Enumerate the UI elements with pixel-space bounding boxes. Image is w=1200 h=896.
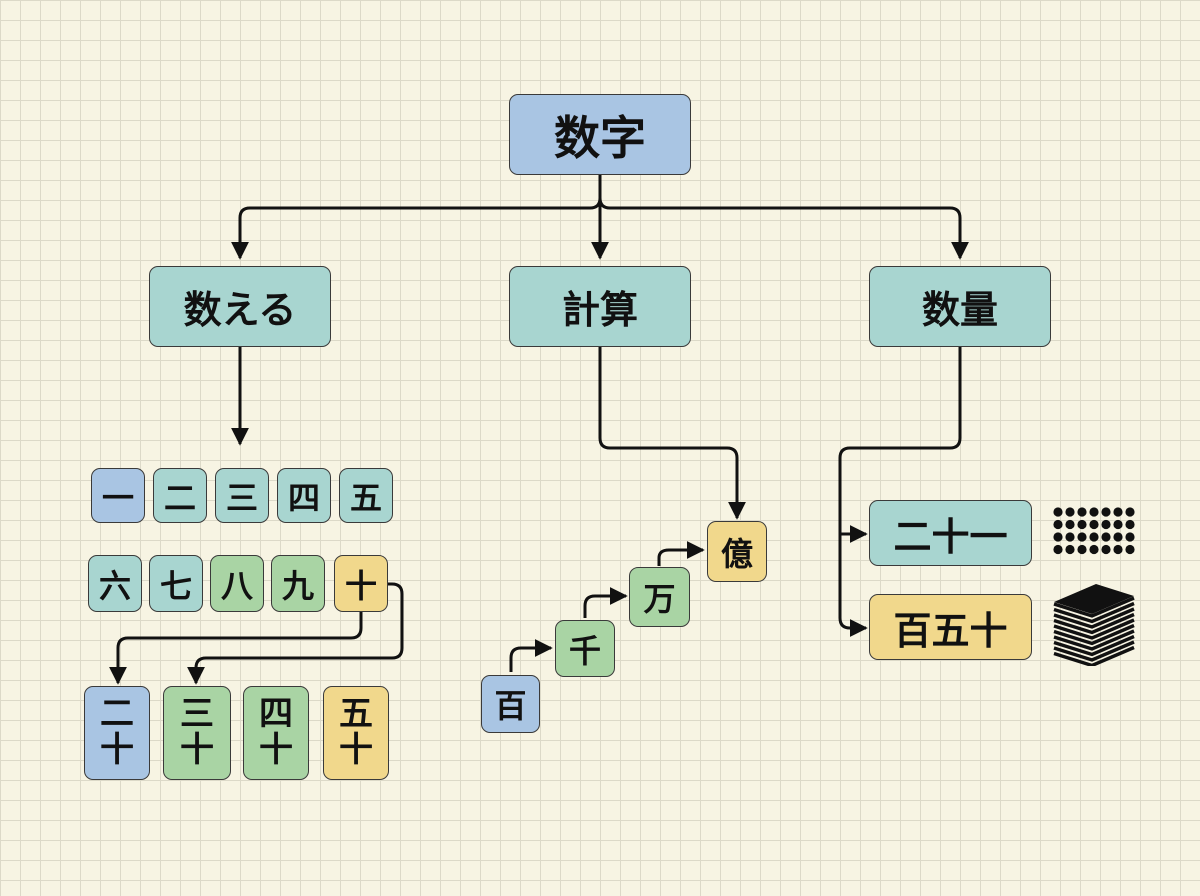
dot [1101, 507, 1111, 517]
dot [1077, 519, 1087, 530]
tens-twenty-top: 二 [100, 694, 134, 735]
dot [1077, 544, 1087, 555]
dot [1089, 544, 1099, 555]
dot [1113, 544, 1123, 555]
arrow-calc-to-oku [598, 347, 746, 520]
numeral-two: 二 [153, 468, 207, 523]
dot [1053, 544, 1063, 555]
tens-fifty-top: 五 [339, 694, 373, 735]
arrow-root-to-count [231, 175, 602, 260]
unit-oku: 億 [707, 521, 767, 582]
stack-sheet [1053, 645, 1135, 666]
numeral-five: 五 [339, 468, 393, 523]
dot [1089, 519, 1099, 530]
count-node: 数える [149, 266, 331, 347]
arrow-ten-to-thirty [187, 582, 404, 685]
numeral-six: 六 [88, 555, 142, 612]
stack-sheet [1053, 607, 1135, 629]
dot [1089, 532, 1099, 542]
tens-fifty: 五 十 [323, 686, 389, 780]
dot-grid-icon [1053, 507, 1135, 555]
dot [1101, 532, 1111, 542]
dot [1125, 544, 1135, 555]
stack-sheet [1053, 629, 1135, 651]
dot [1125, 507, 1135, 517]
tens-forty-bottom: 十 [259, 730, 293, 770]
numeral-nine: 九 [271, 555, 325, 612]
dot [1077, 532, 1087, 542]
stack-sheet [1053, 618, 1135, 640]
tens-twenty-bottom: 十 [100, 730, 134, 770]
arrow-hyaku-to-sen [509, 639, 553, 672]
example-one-fifty: 百五十 [869, 594, 1032, 660]
dot [1053, 507, 1063, 517]
stack-sheet [1053, 612, 1135, 635]
example-twenty-one: 二十一 [869, 500, 1032, 566]
numeral-four: 四 [277, 468, 331, 523]
numeral-three: 三 [215, 468, 269, 523]
calc-node: 計算 [509, 266, 691, 347]
unit-hyaku: 百 [481, 675, 540, 733]
numeral-ten: 十 [334, 555, 388, 612]
dot [1053, 519, 1063, 530]
paper-stack-icon [1053, 584, 1135, 666]
unit-man: 万 [629, 567, 690, 627]
unit-sen: 千 [555, 620, 615, 677]
arrow-root-to-quantity [598, 197, 969, 260]
stack-sheet [1053, 640, 1135, 662]
tens-thirty: 三 十 [163, 686, 231, 780]
stack-sheet [1053, 623, 1135, 646]
arrow-man-to-oku [657, 541, 705, 566]
root-node: 数字 [509, 94, 691, 175]
dot [1053, 532, 1063, 542]
dot [1101, 544, 1111, 555]
dot [1125, 532, 1135, 542]
numeral-seven: 七 [149, 555, 203, 612]
stack-sheet [1053, 634, 1135, 657]
tens-thirty-bottom: 十 [180, 730, 214, 770]
dot [1065, 519, 1075, 530]
dot [1101, 519, 1111, 530]
stack-top [1054, 584, 1134, 614]
dot [1065, 507, 1075, 517]
tens-forty: 四 十 [243, 686, 309, 780]
dot [1065, 544, 1075, 555]
tens-fifty-bottom: 十 [339, 730, 373, 770]
numeral-eight: 八 [210, 555, 264, 612]
dot [1113, 532, 1123, 542]
tens-forty-top: 四 [259, 694, 293, 735]
dot [1125, 519, 1135, 530]
numeral-one: 一 [91, 468, 145, 523]
tens-twenty: 二 十 [84, 686, 150, 780]
quantity-node: 数量 [869, 266, 1051, 347]
stack-sheet [1053, 601, 1135, 624]
arrow-sen-to-man [583, 587, 628, 618]
arrow-quantity-to-examples [838, 347, 962, 637]
tens-thirty-top: 三 [180, 694, 214, 735]
dot [1065, 532, 1075, 542]
arrow-ten-to-twenty [109, 612, 363, 685]
dot [1113, 519, 1123, 530]
dot [1113, 507, 1123, 517]
dot [1089, 507, 1099, 517]
dot [1077, 507, 1087, 517]
stack-sheet [1053, 596, 1135, 618]
